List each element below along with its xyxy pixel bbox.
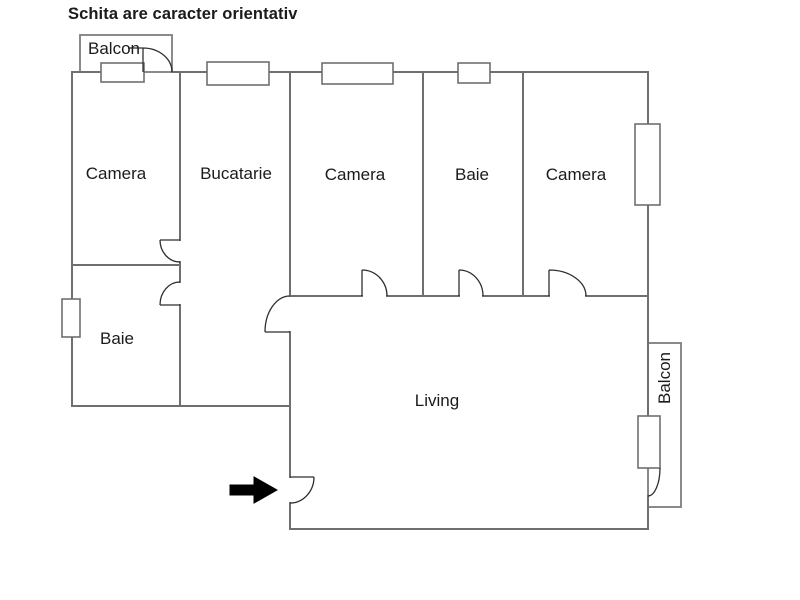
room-label-baie-2: Baie [454, 165, 490, 184]
door-camera-1 [159, 239, 181, 263]
door-camera-2 [361, 269, 388, 297]
window-baie-2 [457, 62, 491, 84]
room-label-camera-1: Camera [85, 164, 147, 183]
door-balcon-right [647, 467, 661, 497]
door-balcon-top [128, 47, 173, 73]
room-label-living: Living [414, 391, 460, 410]
room-label-balcon-right: Balcon [655, 352, 674, 404]
window-bucatarie [206, 61, 270, 86]
window-camera-1 [100, 62, 145, 83]
window-camera-2 [321, 62, 394, 85]
door-camera-3 [548, 269, 587, 297]
door-baie-2 [458, 269, 484, 297]
room-label-bucatarie: Bucatarie [200, 164, 272, 183]
room-label-balcon-top: Balcon [88, 39, 140, 58]
window-camera-3 [634, 123, 661, 206]
room-label-camera-3: Camera [545, 165, 607, 184]
door-entrance [289, 476, 315, 504]
room-label-baie-1: Baie [99, 329, 135, 348]
window-baie-1 [61, 298, 81, 338]
door-hall-living [264, 295, 291, 333]
entrance-arrow-icon [229, 476, 279, 504]
room-label-camera-2: Camera [324, 165, 386, 184]
window-living [637, 415, 661, 469]
door-baie-1 [159, 281, 181, 306]
plan-disclaimer-title: Schita are caracter orientativ [68, 5, 298, 23]
